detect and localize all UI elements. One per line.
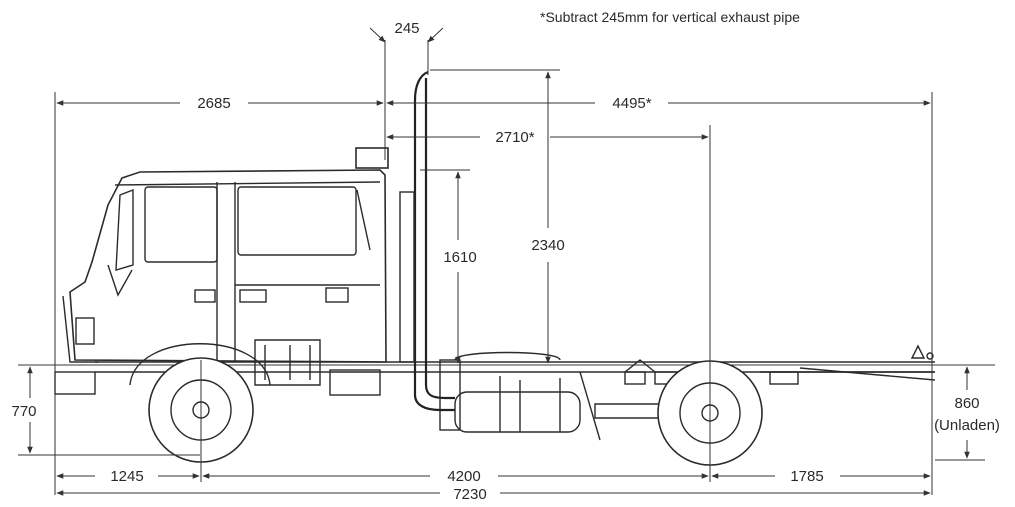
truck-side-view bbox=[18, 70, 995, 466]
front-bumper bbox=[54, 371, 96, 395]
side-mirror bbox=[355, 147, 389, 169]
label-overall-length: 7230 bbox=[453, 486, 486, 503]
rear-door-handle bbox=[239, 289, 267, 303]
label-frame-height: 1610 bbox=[443, 249, 476, 266]
label-rear-overhang: 1785 bbox=[790, 468, 823, 485]
cab bbox=[54, 147, 389, 396]
dimension-labels: *Subtract 245mm for vertical exhaust pip… bbox=[11, 9, 999, 503]
dimension-lines bbox=[18, 27, 985, 496]
label-exhaust-offset: 245 bbox=[394, 20, 419, 37]
label-cab-back-to-rear-axle: 2710* bbox=[495, 129, 534, 146]
exhaust-shield bbox=[399, 191, 415, 363]
label-rear-frame-height: 860 bbox=[954, 395, 979, 412]
label-exhaust-height: 2340 bbox=[531, 237, 564, 254]
label-front-height: 770 bbox=[11, 403, 36, 420]
label-front-to-cab-back: 2685 bbox=[197, 95, 230, 112]
headlight bbox=[75, 317, 95, 345]
fuel-tank bbox=[454, 391, 581, 433]
rear-door-window bbox=[237, 186, 357, 256]
exhaust-pipe bbox=[399, 70, 455, 412]
exhaust-note: *Subtract 245mm for vertical exhaust pip… bbox=[540, 9, 800, 25]
label-front-overhang: 1245 bbox=[110, 468, 143, 485]
tow-hitch bbox=[910, 344, 926, 359]
label-wheelbase: 4200 bbox=[447, 468, 480, 485]
label-cab-back-to-rear: 4495* bbox=[612, 95, 651, 112]
label-unladen-note: (Unladen) bbox=[934, 417, 1000, 434]
front-door-handle bbox=[194, 289, 216, 303]
tank-bracket bbox=[439, 359, 461, 431]
battery-box bbox=[329, 369, 381, 396]
windscreen bbox=[115, 188, 134, 271]
